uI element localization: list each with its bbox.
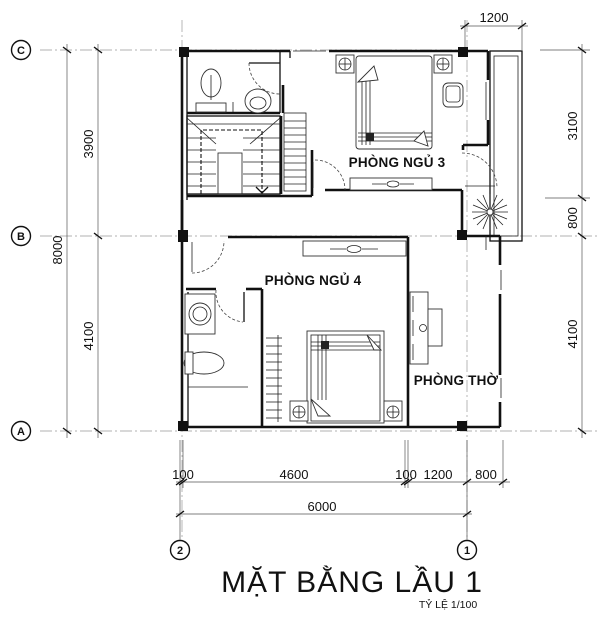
grid-bubble-b: B [10, 225, 32, 247]
dim-bottom-3: 100 [395, 467, 417, 482]
room-label-bedroom-3: PHÒNG NGỦ 3 [349, 155, 446, 170]
grid-bubble-2: 2 [169, 539, 191, 561]
dresser-icon [349, 177, 433, 191]
grid-bubble-a: A [10, 420, 32, 442]
svg-text:B: B [17, 231, 25, 243]
altar-room-furniture [409, 291, 443, 365]
dim-left-1: 3900 [81, 130, 96, 159]
stairs [186, 112, 307, 195]
grid-bubble-1: 1 [456, 539, 478, 561]
columns [178, 47, 468, 431]
plant-icon [472, 194, 508, 230]
drawing-title: MẶT BẰNG LẦU 1 [221, 565, 483, 599]
drawing-scale: TỶ LỆ 1/100 [419, 598, 478, 611]
chair-icon [442, 82, 464, 108]
grid-bubble-c: C [10, 39, 32, 61]
dresser-icon [302, 240, 407, 257]
dim-bottom-overall: 6000 [308, 499, 337, 514]
toilet-icon [183, 351, 225, 375]
dim-top-balcony: 1200 [480, 10, 509, 25]
room-label-altar-room: PHÒNG THỜ [414, 373, 499, 388]
dim-bottom-2: 4600 [280, 467, 309, 482]
bottom-dimensions: 100 4600 100 1200 800 6000 [172, 440, 510, 540]
dim-bottom-5: 800 [475, 467, 497, 482]
room-label-bedroom-4: PHÒNG NGỦ 4 [265, 273, 362, 288]
dim-right-3: 4100 [565, 320, 580, 349]
top-dimension: 1200 [460, 10, 528, 50]
grid-lines [40, 20, 600, 560]
svg-text:A: A [17, 426, 25, 438]
dim-bottom-1: 100 [172, 467, 194, 482]
upper-bathroom-fixtures [195, 68, 272, 114]
wardrobe-icon [266, 335, 282, 422]
dim-bottom-4: 1200 [424, 467, 453, 482]
sink-icon [188, 302, 212, 326]
dim-left-2: 4100 [81, 322, 96, 351]
bedroom-4-furniture [266, 240, 407, 424]
dim-left-overall: 8000 [50, 236, 65, 265]
right-dimensions: 3100 800 4100 [540, 44, 590, 438]
bedroom-3-furniture [335, 54, 464, 191]
svg-text:C: C [17, 45, 25, 57]
bathroom-4-fixtures [183, 293, 248, 388]
doors [191, 62, 498, 323]
left-dimensions: 8000 3900 4100 [50, 44, 103, 438]
svg-text:1: 1 [464, 545, 470, 557]
svg-text:2: 2 [177, 545, 183, 557]
dim-right-1: 3100 [565, 112, 580, 141]
dim-right-2: 800 [565, 207, 580, 229]
